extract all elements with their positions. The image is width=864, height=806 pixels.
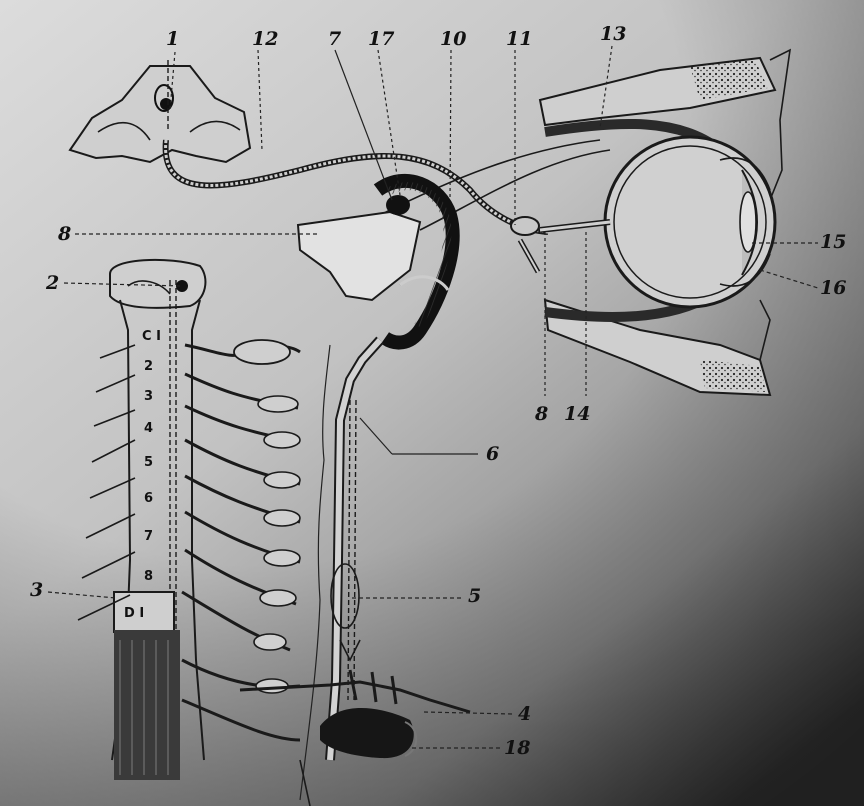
segment-label-7: 7	[144, 529, 153, 544]
label-12: 12	[252, 28, 278, 50]
label-7: 7	[328, 28, 341, 50]
segment-label-2: 2	[144, 359, 153, 374]
segment-label-5: 5	[144, 455, 153, 470]
label-5: 5	[468, 585, 481, 607]
segment-label-d1: D I	[124, 606, 144, 621]
label-3: 3	[30, 579, 43, 601]
label-8: 8	[534, 403, 548, 425]
label-2: 2	[45, 272, 59, 294]
spinal-cord-section	[110, 260, 205, 308]
label-14: 14	[564, 403, 590, 425]
label-11: 11	[506, 28, 532, 50]
label-9: 8	[57, 223, 71, 245]
segment-label-3: 3	[144, 389, 153, 404]
label-17: 17	[368, 28, 394, 50]
segment-label-4: 4	[144, 421, 153, 436]
eyeball	[605, 137, 775, 307]
label-15: 15	[820, 231, 846, 253]
label-16: 16	[820, 277, 846, 299]
label-13: 13	[600, 23, 626, 45]
thoracic-dark-region	[114, 630, 180, 780]
label-18: 18	[504, 737, 530, 759]
label-10: 10	[440, 28, 466, 50]
label-6: 6	[486, 443, 499, 465]
label-1: 1	[166, 28, 179, 50]
segment-label-8: 8	[144, 569, 153, 584]
label-4: 4	[518, 703, 531, 725]
segment-label-6: 6	[144, 491, 153, 506]
segment-label-c1: C I	[142, 329, 161, 344]
